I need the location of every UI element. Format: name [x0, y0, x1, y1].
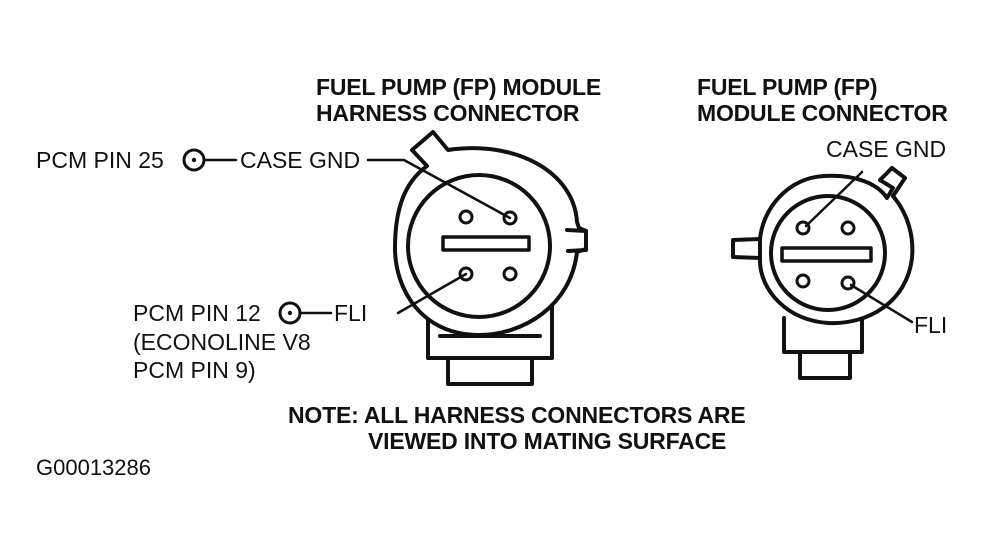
harness-body — [393, 130, 588, 337]
harness-key-tab — [565, 228, 588, 253]
module-connector — [731, 166, 915, 380]
module-fli-label: FLI — [914, 312, 948, 338]
econoline-label-line1: (ECONOLINE V8 — [133, 329, 311, 355]
module-title-line2: MODULE CONNECTOR — [697, 100, 948, 126]
pcm-pin-12-label: PCM PIN 12 — [133, 300, 261, 326]
harness-case-gnd-label: CASE GND — [240, 147, 361, 173]
note-line2: VIEWED INTO MATING SURFACE — [368, 428, 727, 454]
module-inner-ring — [769, 194, 887, 312]
module-pin-top-right — [840, 220, 856, 236]
module-key-tab — [731, 237, 762, 260]
harness-pin-top-left — [458, 209, 474, 225]
module-shroud — [782, 316, 864, 380]
harness-shroud — [426, 290, 554, 386]
module-pin-top-left — [795, 220, 811, 236]
harness-connector — [393, 130, 588, 386]
harness-pin-top-right — [502, 210, 518, 226]
note-line1: NOTE: ALL HARNESS CONNECTORS ARE — [288, 402, 746, 428]
harness-title-line1: FUEL PUMP (FP) MODULE — [316, 74, 602, 100]
harness-inner-ring — [406, 173, 552, 319]
figure-id: G00013286 — [36, 455, 151, 480]
module-title-line1: FUEL PUMP (FP) — [697, 74, 878, 100]
harness-pin-bottom-left — [458, 266, 474, 282]
module-pin-bottom-left — [795, 273, 811, 289]
pcm-pin-25-label: PCM PIN 25 — [36, 147, 164, 173]
module-center-bar — [780, 246, 873, 263]
econoline-label-line2: PCM PIN 9) — [133, 357, 256, 383]
module-case-gnd-label: CASE GND — [826, 136, 947, 162]
harness-fli-label: FLI — [334, 300, 368, 326]
module-pin-bottom-right — [840, 275, 856, 291]
module-body — [758, 166, 915, 326]
harness-center-bar — [441, 235, 531, 252]
harness-pin-bottom-right — [502, 266, 518, 282]
harness-title-line2: HARNESS CONNECTOR — [316, 100, 580, 126]
